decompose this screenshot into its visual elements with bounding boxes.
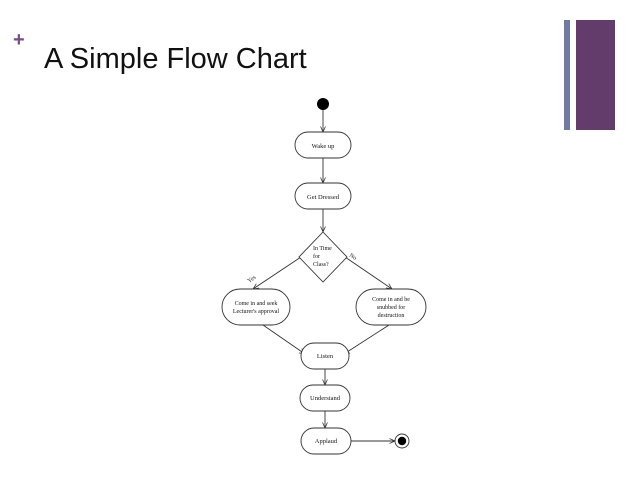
edge-snubbed-listen	[344, 324, 390, 354]
approval-line-2: Lecturer's approval	[233, 309, 280, 315]
get-dressed-label: Get Dressed	[307, 194, 340, 201]
no-label: No	[348, 253, 357, 262]
node-applaud: Applaud	[300, 427, 352, 455]
edge-decision-no	[344, 256, 392, 289]
accent-bar-thin	[564, 20, 570, 130]
applaud-label: Applaud	[315, 438, 338, 445]
node-get-dressed: Get Dressed	[294, 182, 352, 210]
node-understand: Understand	[299, 384, 351, 412]
slide-title: A Simple Flow Chart	[44, 43, 307, 75]
node-come-in-approval: Come in and seek Lecturer's approval	[221, 288, 291, 326]
snubbed-line-2: snubbed for	[377, 304, 406, 311]
wake-up-label: Wake up	[312, 143, 335, 150]
yes-label: Yes	[247, 274, 258, 284]
start-node	[317, 98, 329, 110]
decision-line-3: Class?	[313, 262, 329, 268]
snubbed-line-3: destruction	[378, 313, 405, 319]
node-come-in-snubbed: Come in and be snubbed for destruction	[355, 288, 427, 326]
node-wake-up: Wake up	[294, 131, 352, 159]
plus-icon: +	[13, 29, 25, 51]
snubbed-line-1: Come in and be	[372, 297, 410, 303]
edge-decision-yes	[253, 256, 302, 289]
end-node	[394, 433, 410, 449]
decision-line-2: for	[313, 253, 320, 260]
approval-line-1: Come in and seek	[235, 301, 278, 307]
node-decision: In Time for Class?	[298, 231, 348, 283]
edge-approval-listen	[262, 324, 305, 354]
understand-label: Understand	[310, 395, 341, 402]
accent-bar-thick	[576, 20, 615, 130]
node-listen: Listen	[300, 342, 350, 370]
decision-line-1: In Time	[313, 246, 332, 252]
connectors	[253, 110, 395, 441]
listen-label: Listen	[317, 353, 334, 360]
